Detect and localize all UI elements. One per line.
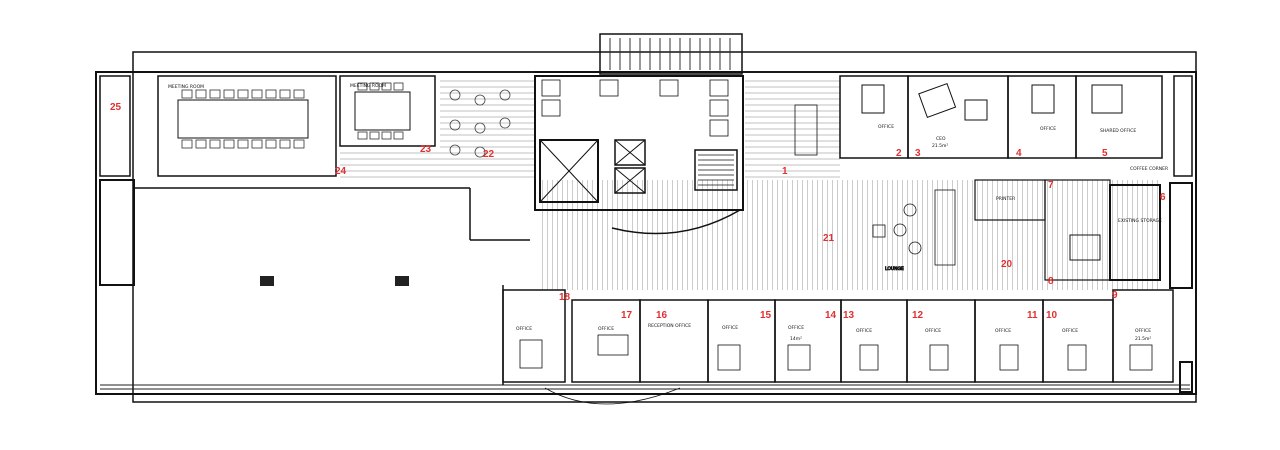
label-office-11: OFFICE — [995, 328, 1011, 334]
label-printer: PRINTER — [996, 196, 1015, 202]
room-number-15: 15 — [760, 310, 772, 321]
open-space-left — [134, 187, 530, 385]
room-number-25: 25 — [110, 102, 122, 113]
room-number-20: 20 — [1001, 259, 1013, 270]
room-number-24: 24 — [335, 166, 347, 177]
room-number-5: 5 — [1102, 148, 1108, 159]
room-number-14: 14 — [825, 310, 837, 321]
label-office-15: OFFICE — [722, 325, 738, 331]
building-outline — [95, 33, 1197, 403]
area-22-furniture — [449, 89, 511, 158]
label-office-13: OFFICE — [856, 328, 872, 334]
core — [534, 75, 744, 235]
room-number-21: 21 — [823, 233, 835, 244]
room-number-10: 10 — [1046, 310, 1058, 321]
meeting-room-2: MEETING ROOM — [339, 75, 436, 147]
bottom-offices: OFFICE OFFICE RECEPTION OFFICE OFFICE OF… — [502, 289, 1174, 405]
room-number-4: 4 — [1016, 148, 1022, 159]
room-numbers: 1 2 3 4 5 6 7 8 9 10 11 12 13 14 15 16 1… — [110, 102, 1166, 321]
lounge-furniture: LOUNGE — [794, 104, 956, 272]
floor-finish — [340, 78, 1160, 290]
room-number-1: 1 — [782, 166, 788, 177]
room-number-11: 11 — [1027, 310, 1038, 321]
room-number-18: 18 — [559, 292, 571, 303]
label-office-18: OFFICE — [516, 326, 532, 332]
room-number-9: 9 — [1112, 290, 1118, 301]
label-lounge: LOUNGE — [885, 266, 904, 272]
label-area-14: 14m² — [790, 336, 802, 342]
label-office-top-1: OFFICE — [878, 124, 894, 130]
room-number-3: 3 — [915, 148, 921, 159]
label-meeting-room-1: MEETING ROOM — [168, 84, 204, 90]
label-office-top-2: OFFICE — [1040, 126, 1056, 132]
top-offices: OFFICE CEO 21.5m² OFFICE SHARED OFFICE — [839, 75, 1163, 159]
room-number-8: 8 — [1048, 276, 1054, 287]
label-office-9: OFFICE — [1135, 328, 1151, 334]
room-number-13: 13 — [843, 310, 855, 321]
label-shared-office: SHARED OFFICE — [1100, 128, 1136, 134]
label-area-9: 21.5m² — [1135, 336, 1151, 342]
facade-windows — [100, 71, 1190, 390]
meeting-room-1: MEETING ROOM — [157, 75, 337, 177]
label-reception: RECEPTION OFFICE — [648, 323, 691, 329]
label-ceo-area: 21.5m² — [932, 143, 948, 149]
room-number-12: 12 — [912, 310, 924, 321]
room-number-6: 6 — [1160, 192, 1166, 203]
label-office-12: OFFICE — [925, 328, 941, 334]
label-office-10: OFFICE — [1062, 328, 1078, 334]
room-number-23: 23 — [420, 144, 432, 155]
room-number-16: 16 — [656, 310, 668, 321]
label-ceo: CEO — [936, 136, 946, 142]
label-office-14: OFFICE — [788, 325, 804, 331]
label-existing-storage: EXISTING STORAGE — [1118, 218, 1162, 224]
room-number-22: 22 — [483, 149, 495, 160]
label-coffee-corner: COFFEE CORNER — [1130, 166, 1168, 172]
label-office-17: OFFICE — [598, 326, 614, 332]
label-meeting-room-2: MEETING ROOM — [350, 83, 386, 89]
room-number-7: 7 — [1048, 180, 1054, 191]
room-number-17: 17 — [621, 310, 633, 321]
right-mid-rooms: COFFEE CORNER PRINTER EXISTING STORAGE — [974, 166, 1168, 281]
room-number-2: 2 — [896, 148, 902, 159]
